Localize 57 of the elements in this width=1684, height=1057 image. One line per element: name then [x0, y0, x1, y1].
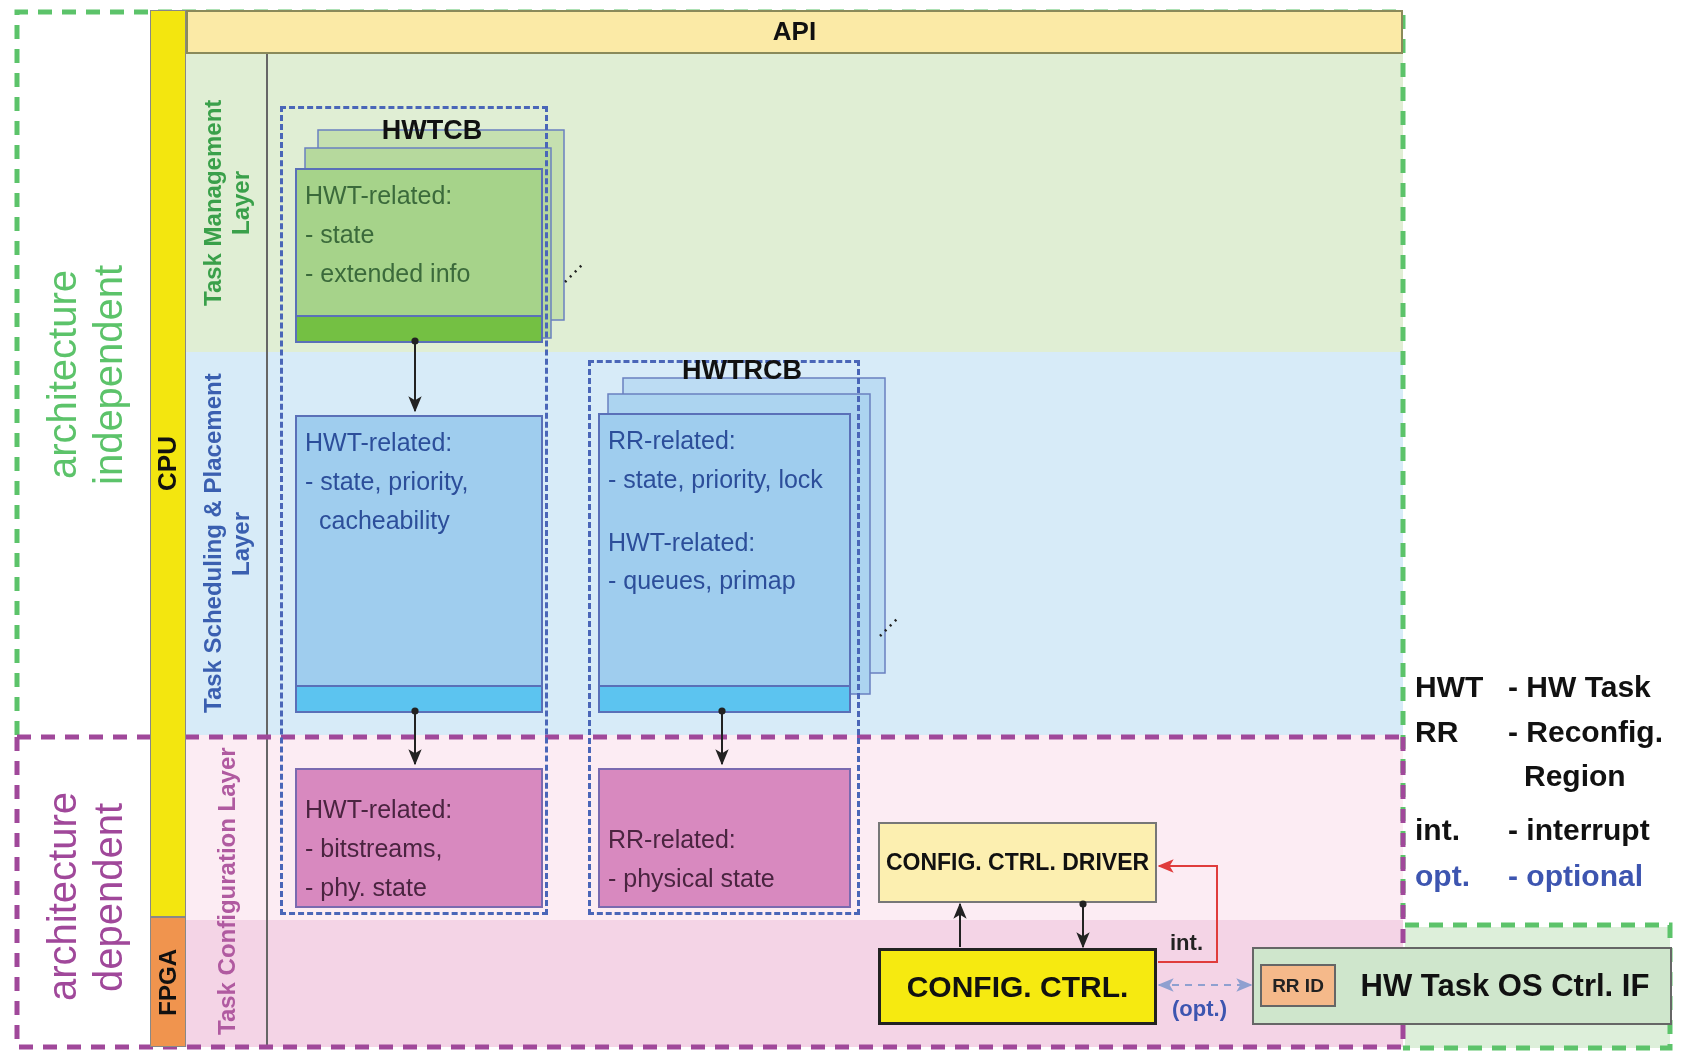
dashed-group — [588, 360, 860, 915]
card-text: - queues, primap — [608, 565, 797, 597]
arrow — [1076, 900, 1090, 949]
driver-box — [878, 822, 1157, 903]
key-text: RR — [1415, 714, 1460, 750]
box-text: API — [772, 18, 817, 46]
fpga-bar — [150, 917, 186, 1047]
card-text: RR-related: — [608, 824, 737, 855]
card-title: HWTRCB — [681, 355, 803, 386]
control-block-card — [598, 768, 851, 908]
arrow — [408, 337, 422, 413]
key-text: - interrupt — [1508, 812, 1651, 848]
card-text: - extended info — [305, 257, 472, 289]
dashed-group — [280, 106, 548, 915]
controller-box — [878, 948, 1157, 1025]
arrow — [953, 902, 967, 948]
card-text: - bitstreams, — [305, 832, 444, 864]
control-block-card — [598, 413, 851, 713]
arrow — [408, 707, 422, 766]
arrow — [1157, 859, 1218, 963]
id-tag — [1260, 964, 1336, 1007]
layer-text: Task Configuration Layer — [212, 747, 242, 1035]
bar-text: FPGA — [155, 948, 181, 1016]
region-text: architecture dependent — [39, 791, 131, 1004]
cpu-bar — [150, 10, 186, 917]
tag-text: RR ID — [1272, 975, 1324, 996]
control-block-card — [295, 415, 543, 713]
key-text: - HW Task — [1508, 669, 1652, 705]
card-text: HWT-related: — [305, 794, 454, 825]
card-text: - state, priority, cacheability — [305, 465, 470, 536]
key-text: HWT — [1415, 669, 1485, 705]
arrow — [1157, 978, 1253, 992]
key-text: int. — [1415, 812, 1461, 848]
key-text: - Reconfig. Region — [1508, 714, 1664, 794]
box-text: CONFIG. CTRL. DRIVER — [885, 850, 1150, 875]
card-text: HWT-related: — [305, 427, 454, 458]
card-text: - state, priority, lock — [608, 463, 824, 495]
key-text: opt. — [1415, 858, 1471, 894]
card-text: RR-related: — [608, 425, 737, 456]
box-text: HW Task OS Ctrl. IF — [1360, 969, 1650, 1003]
card-text: HWT-related: — [305, 180, 454, 211]
card-text: HWT-related: — [608, 526, 757, 558]
card-text: - physical state — [608, 862, 776, 894]
layer-text: Task Management Layer — [198, 98, 255, 309]
bar-text: CPU — [154, 436, 182, 491]
control-block-card — [295, 768, 543, 908]
key-text: - optional — [1508, 858, 1644, 894]
interface-box — [1252, 947, 1672, 1025]
card-title: HWTCB — [380, 115, 484, 146]
card-text: - state — [305, 218, 376, 250]
card-text: - phy. state — [305, 871, 428, 903]
layer-text: Task Scheduling & Placement Layer — [198, 372, 255, 716]
region-text: architecture independent — [39, 263, 131, 488]
control-block-card — [295, 168, 543, 343]
arrow — [715, 707, 729, 766]
api-bar — [186, 10, 1403, 54]
box-text: CONFIG. CTRL. — [906, 970, 1129, 1003]
